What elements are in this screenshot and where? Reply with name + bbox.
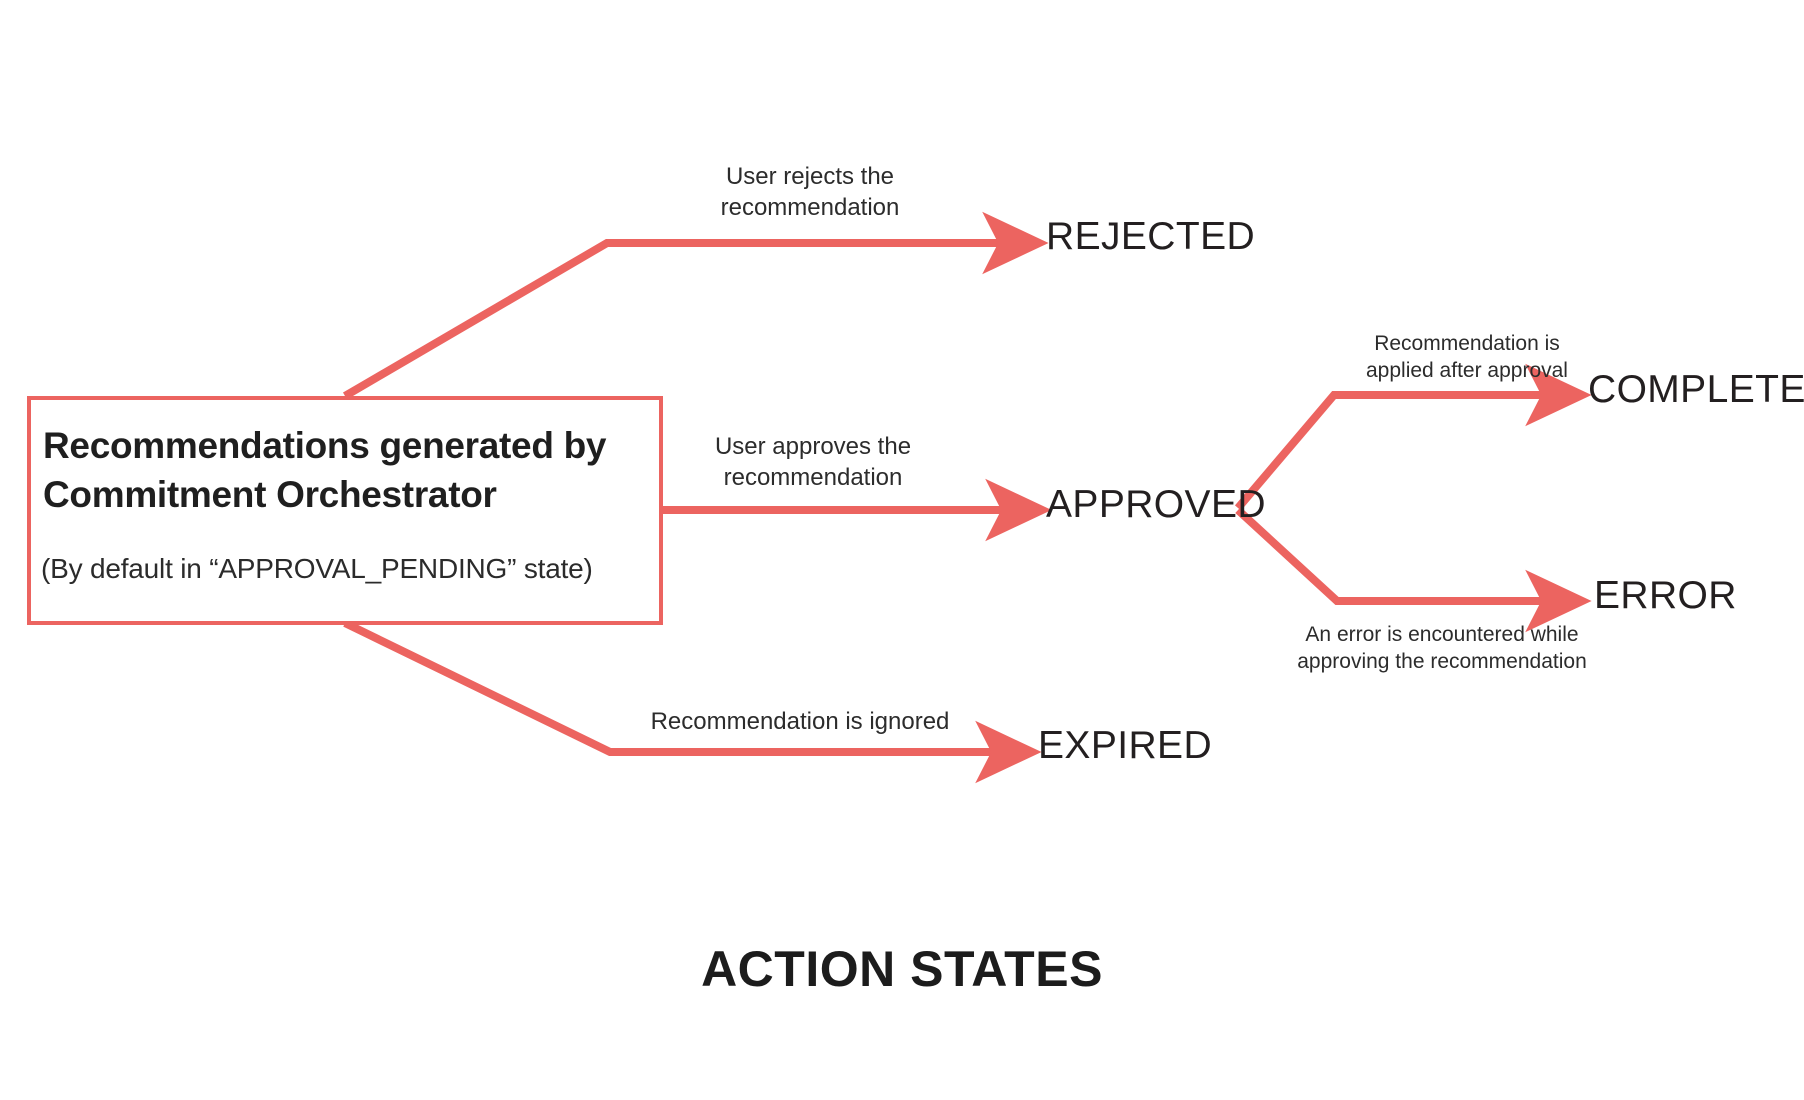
state-expired: EXPIRED [1038,724,1213,767]
edge-label-expired: Recommendation is ignored [650,708,950,735]
state-completed: COMPLETED [1588,368,1804,411]
edge-label-completed: Recommendation is applied after approval [1366,332,1568,382]
edge-approved-to-completed [1234,363,1592,511]
edge-source-to-rejected [342,211,1049,400]
page-title: ACTION STATES [701,941,1103,997]
state-approved: APPROVED [1046,483,1266,526]
source-node: Recommendations generated by Commitment … [27,396,663,625]
state-error: ERROR [1594,574,1737,617]
edge-label-error: An error is encountered while approving … [1297,623,1587,673]
edge-label-approved: User approves the recommendation [714,433,912,491]
source-node-title: Recommendations generated by Commitment … [43,425,607,515]
source-node-subtitle: (By default in “APPROVAL_PENDING” state) [41,553,593,584]
edge-source-to-expired [343,619,1042,784]
edge-label-rejected: User rejects the recommendation [720,163,900,221]
edge-approved-to-error [1235,507,1592,633]
state-rejected: REJECTED [1046,215,1256,258]
